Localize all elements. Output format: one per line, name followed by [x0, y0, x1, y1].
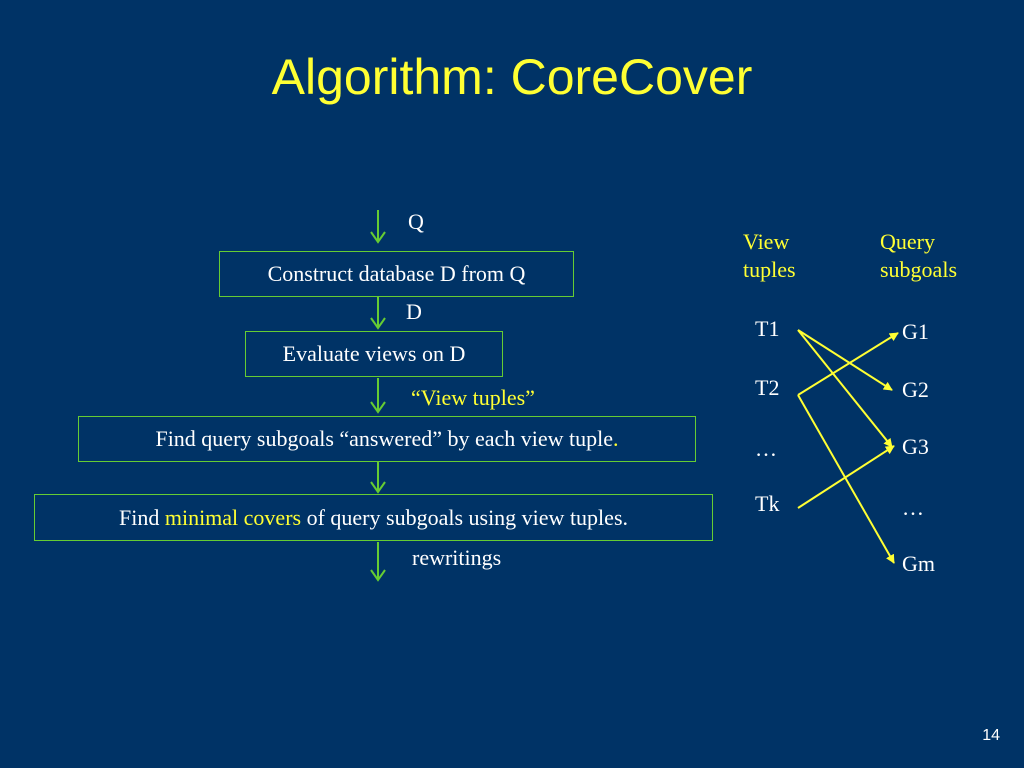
edge-t1-g2 — [797, 329, 893, 391]
step-find-minimal-covers-suffix: of query subgoals using view tuples. — [301, 504, 628, 530]
query-subgoal-g3: G3 — [902, 434, 929, 459]
flow-arrow-rewritings — [370, 542, 386, 582]
step-find-subgoals-text: Find query subgoals “answered” by each v… — [155, 426, 614, 451]
view-tuple-tk: Tk — [755, 491, 780, 516]
output-label: rewritings — [412, 545, 502, 570]
view-tuple-t2: T2 — [755, 375, 780, 400]
edge-tk-g3 — [797, 445, 895, 509]
step-find-minimal-covers-prefix: Find — [118, 504, 165, 530]
edge-t2-gm — [797, 394, 895, 564]
query-subgoal-gm: Gm — [902, 551, 935, 576]
flow-arrow-view-tuples — [370, 378, 386, 414]
edge-t2-g1 — [797, 332, 899, 396]
query-subgoal-g1: G1 — [902, 319, 929, 344]
slide-number: 14 — [982, 727, 1000, 744]
step-find-minimal-covers: Find minimal covers of query subgoals us… — [34, 494, 713, 541]
step-find-subgoals-period: . — [613, 426, 619, 451]
view-tuple-ellipsis: … — [755, 436, 777, 461]
slide-title: Algorithm: CoreCover — [271, 49, 753, 105]
step-evaluate-views-text: Evaluate views on D — [282, 341, 466, 366]
d-label: D — [406, 299, 422, 324]
step-construct-database-text: Construct database D from Q — [267, 261, 526, 286]
query-subgoals-header-line1: Query — [880, 229, 935, 254]
view-tuple-t1: T1 — [755, 316, 780, 341]
edge-t1-g3 — [797, 329, 893, 448]
minimal-covers-highlight: minimal covers — [164, 504, 302, 530]
step-find-subgoals: Find query subgoals “answered” by each v… — [78, 416, 696, 462]
flow-arrow-q — [370, 210, 386, 244]
view-tuples-header-line2: tuples — [743, 257, 796, 282]
step-evaluate-views: Evaluate views on D — [245, 331, 503, 377]
input-label: Q — [408, 209, 424, 234]
view-tuples-header-line1: View — [743, 229, 790, 254]
view-tuples-label: “View tuples” — [411, 385, 535, 410]
flow-arrow-d — [370, 296, 386, 330]
step-construct-database: Construct database D from Q — [219, 251, 574, 297]
flow-arrow-subgoals — [370, 462, 386, 494]
query-subgoal-g2: G2 — [902, 377, 929, 402]
query-subgoals-header-line2: subgoals — [880, 257, 957, 282]
query-subgoal-ellipsis: … — [902, 495, 924, 520]
